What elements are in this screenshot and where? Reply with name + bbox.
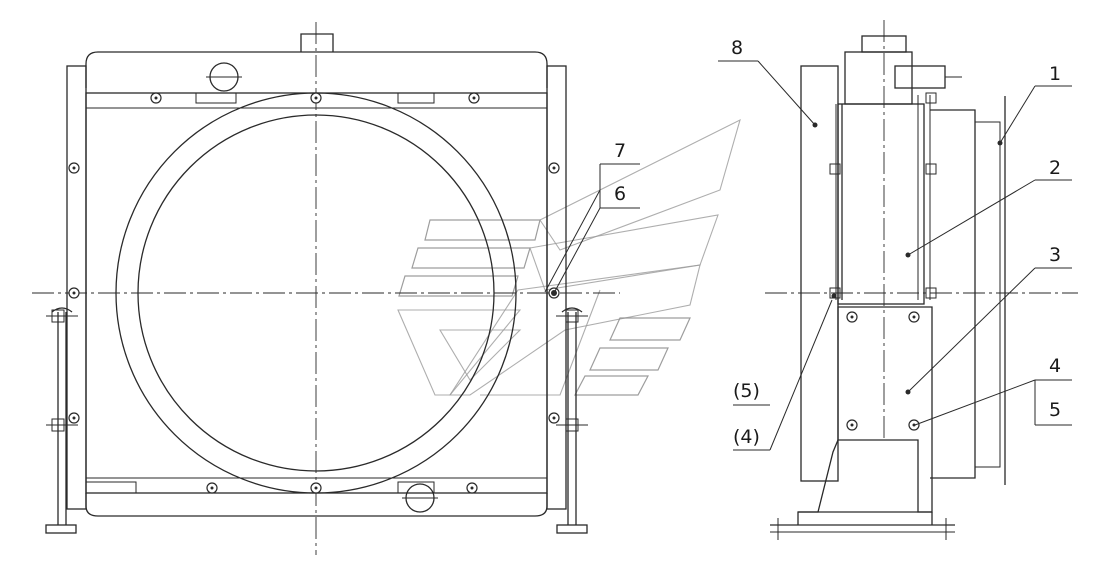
right-support-leg xyxy=(556,307,588,534)
watermark-logo xyxy=(397,118,741,396)
callout-1: 1 xyxy=(1049,63,1061,85)
front-view xyxy=(32,22,640,555)
left-support-leg xyxy=(45,307,78,534)
callout-4: 4 xyxy=(1049,355,1061,377)
callout-5: 5 xyxy=(1049,399,1061,421)
side-leaders xyxy=(718,60,1072,451)
core-side xyxy=(837,103,925,305)
callout-2: 2 xyxy=(1049,157,1061,179)
fan-shroud-inner-ring xyxy=(137,114,495,472)
fan-shroud-side xyxy=(800,65,839,482)
callout-5-ref: (5) xyxy=(733,380,760,402)
side-view xyxy=(718,20,1078,540)
top-tank xyxy=(85,51,548,88)
callout-4-ref: (4) xyxy=(733,426,760,448)
callout-7: 7 xyxy=(614,140,626,162)
callout-8: 8 xyxy=(731,37,743,59)
left-side-plate xyxy=(66,65,87,510)
callout-3: 3 xyxy=(1049,244,1061,266)
outlet-pipe xyxy=(894,65,946,89)
side-bolts xyxy=(829,92,937,431)
callout-6: 6 xyxy=(614,183,626,205)
rear-casing xyxy=(930,109,976,479)
callout-labels: 7 6 8 1 2 3 4 5 (5) (4) xyxy=(614,37,1061,448)
bottom-tank xyxy=(85,493,548,517)
lower-bracket xyxy=(837,306,933,513)
top-tank-side xyxy=(844,51,913,105)
filler-neck xyxy=(300,33,334,52)
callout-7-6 xyxy=(544,163,640,296)
radiator-core xyxy=(85,107,548,479)
